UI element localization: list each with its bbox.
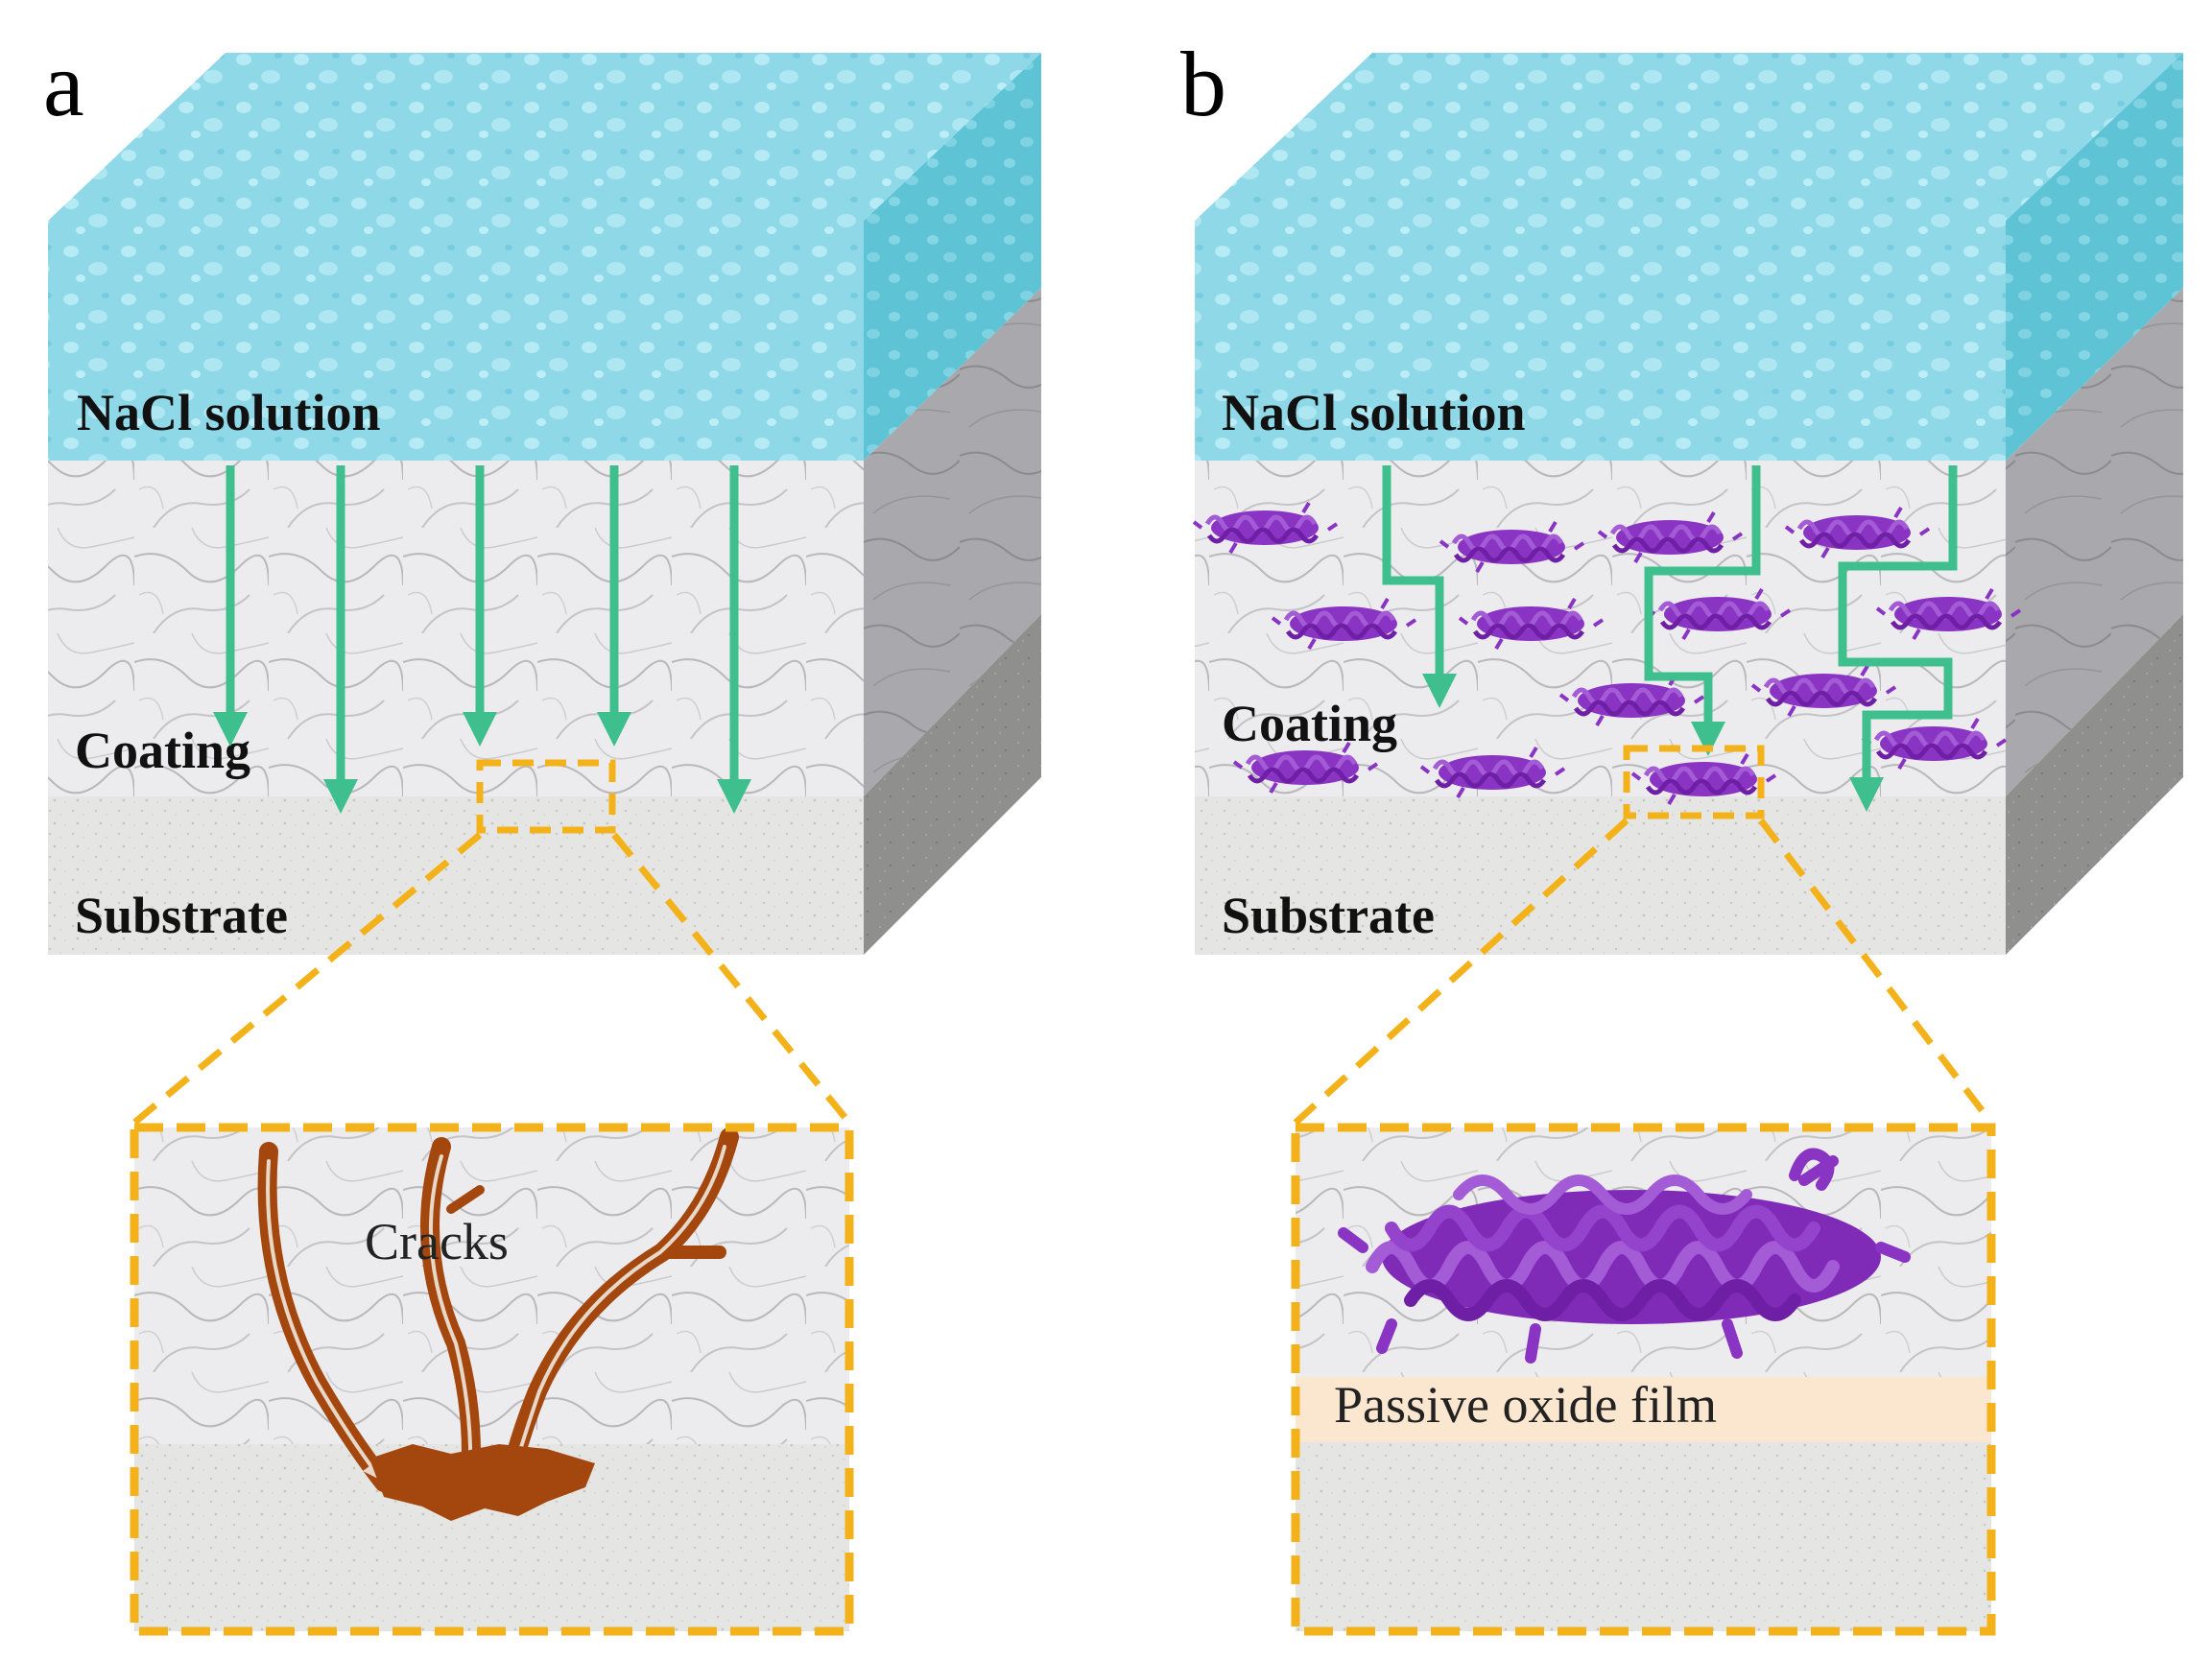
inset-coating [134,1127,849,1444]
solution-side-face [864,53,1041,461]
coating-side-face [864,288,1041,796]
solution-side-face [2006,53,2183,461]
inset-frame [1291,1123,1996,1636]
coating-layer [48,461,864,796]
inhibitor-tangle [1338,1148,1911,1364]
substrate-layer [1195,796,2006,955]
solution-label: NaCl solution [1222,384,1526,441]
panel-b: b NaCl solution Coating Substrate [1180,33,2183,1636]
inset-b: Passive oxide film [1291,1123,1996,1636]
passive-film [1296,1377,1991,1442]
arrow [1838,465,1958,812]
inset-frame [130,1123,854,1636]
zoom-line-left [1293,818,1629,1126]
coating-label: Coating [75,722,250,779]
zoom-line-left [131,832,483,1126]
substrate-label: Substrate [75,887,288,944]
tortuous-paths [1382,465,1958,812]
panel-a: a NaCl solution Coating Substrate [43,33,1041,1636]
inset-label: Passive oxide film [1334,1376,1717,1434]
inset-label: Cracks [365,1213,509,1270]
zoom-line-right [1758,818,1994,1126]
substrate-layer [48,796,864,955]
corrosion-pit [369,1444,595,1521]
zoom-region [476,759,616,834]
zoom-region [1623,745,1765,819]
zoom-line-right [611,832,852,1126]
solution-top-face [48,53,1041,221]
cracks [257,1127,739,1492]
coating-label: Coating [1222,695,1397,752]
solution-layer [1195,221,2006,461]
solution-top-face [1195,53,2183,221]
substrate-side-face [2006,614,2183,955]
panel-a-letter: a [43,33,84,135]
inset-a: Cracks [130,1123,854,1636]
substrate-side-face [864,614,1041,955]
solution-label: NaCl solution [77,384,381,441]
coating-side-face [2006,288,2183,796]
substrate-label: Substrate [1222,887,1435,944]
solution-layer [48,221,864,461]
inset-substrate [1296,1442,1991,1631]
arrow [1644,465,1761,756]
penetration-arrows [213,465,751,814]
arrow [1382,465,1457,708]
panel-b-letter: b [1180,33,1226,135]
